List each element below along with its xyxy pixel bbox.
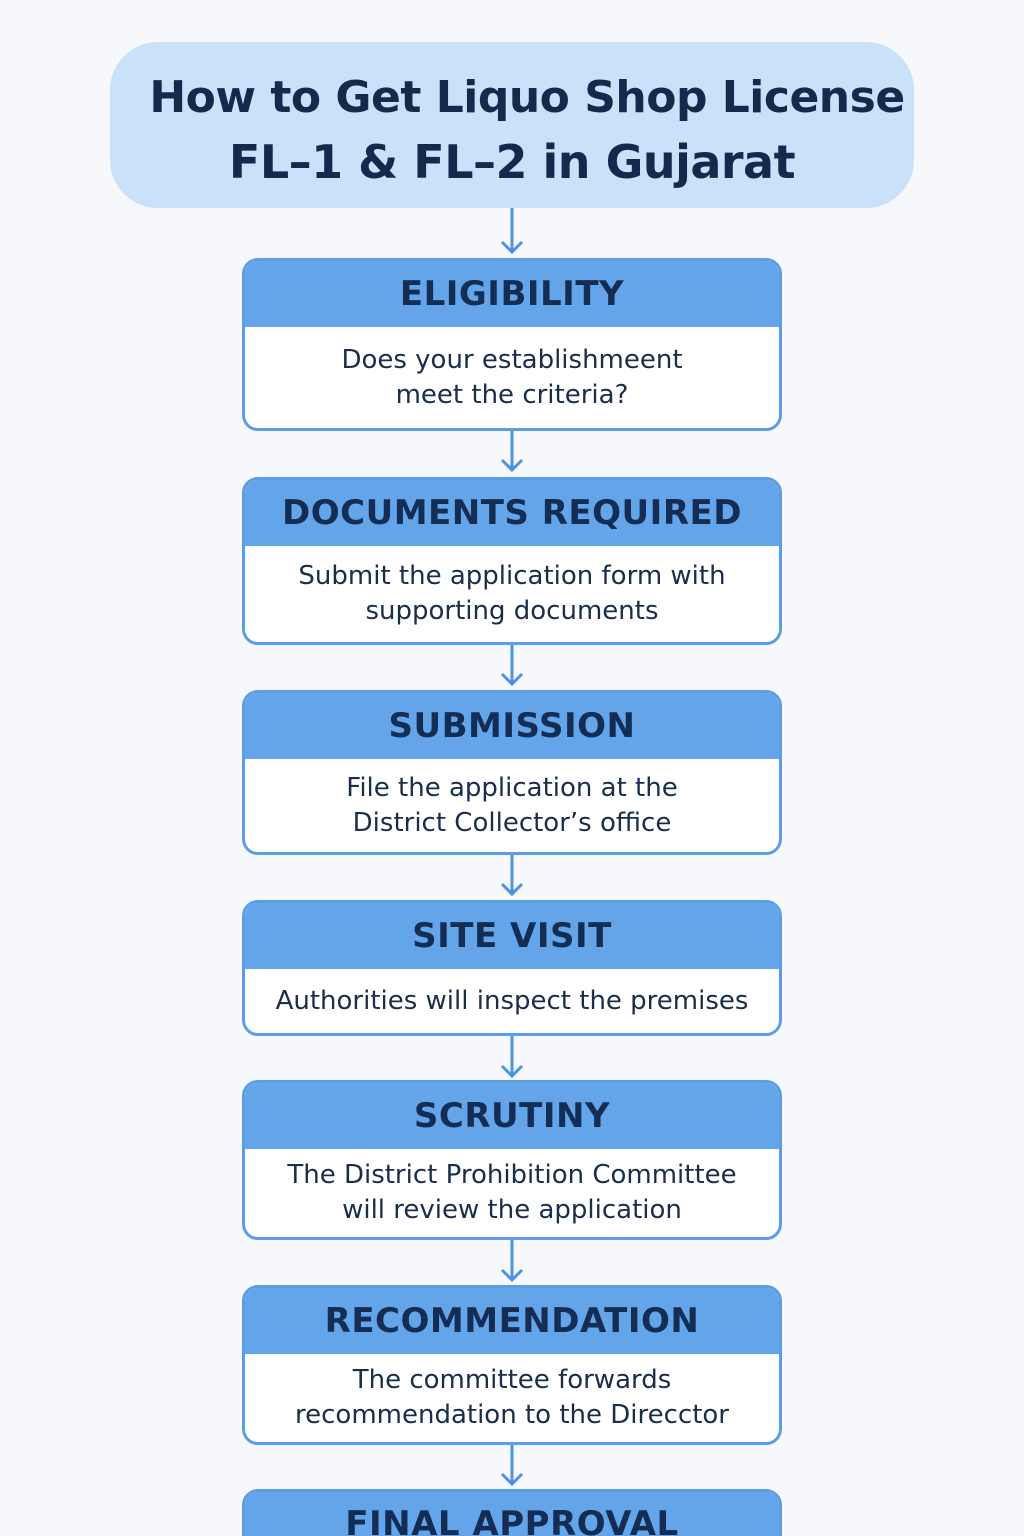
- arrow-down-icon: [498, 208, 526, 256]
- step-text: File the application at the District Col…: [346, 772, 678, 838]
- step-title: DOCUMENTS REQUIRED: [245, 480, 779, 546]
- title-box: How to Get Liquo Shop License FL–1 & FL–…: [110, 42, 914, 208]
- step-submission: SUBMISSION File the application at the D…: [242, 690, 782, 855]
- step-documents-required: DOCUMENTS REQUIRED Submit the applicatio…: [242, 477, 782, 645]
- step-title: ELIGIBILITY: [245, 261, 779, 327]
- title-line-1: How to Get Liquo Shop License: [149, 72, 905, 123]
- step-text: The District Prohibition Committee will …: [287, 1160, 737, 1225]
- arrow-down-icon: [498, 430, 526, 474]
- arrow-down-icon: [498, 1444, 526, 1488]
- step-title: SITE VISIT: [245, 903, 779, 969]
- step-title: SCRUTINY: [245, 1083, 779, 1149]
- step-text: Submit the application form with support…: [298, 561, 726, 626]
- arrow-down-icon: [498, 1240, 526, 1284]
- arrow-down-icon: [498, 854, 526, 898]
- step-title: RECOMMENDATION: [245, 1288, 779, 1354]
- arrow-down-icon: [498, 644, 526, 688]
- step-title: SUBMISSION: [245, 693, 779, 759]
- step-recommendation: RECOMMENDATION The committee forwards re…: [242, 1285, 782, 1445]
- step-text: Does your establishmeent meet the criter…: [341, 344, 683, 410]
- step-text: The committee forwards recommendation to…: [295, 1365, 729, 1430]
- step-site-visit: SITE VISIT Authorities will inspect the …: [242, 900, 782, 1036]
- step-text: Authorities will inspect the premises: [275, 985, 749, 1016]
- step-final-approval: FINAL APPROVAL: [242, 1489, 782, 1536]
- step-eligibility: ELIGIBILITY Does your establishmeent mee…: [242, 258, 782, 431]
- title-line-2: FL–1 & FL–2 in Gujarat: [228, 135, 796, 189]
- step-title: FINAL APPROVAL: [245, 1492, 779, 1536]
- arrow-down-icon: [498, 1036, 526, 1080]
- step-scrutiny: SCRUTINY The District Prohibition Commit…: [242, 1080, 782, 1240]
